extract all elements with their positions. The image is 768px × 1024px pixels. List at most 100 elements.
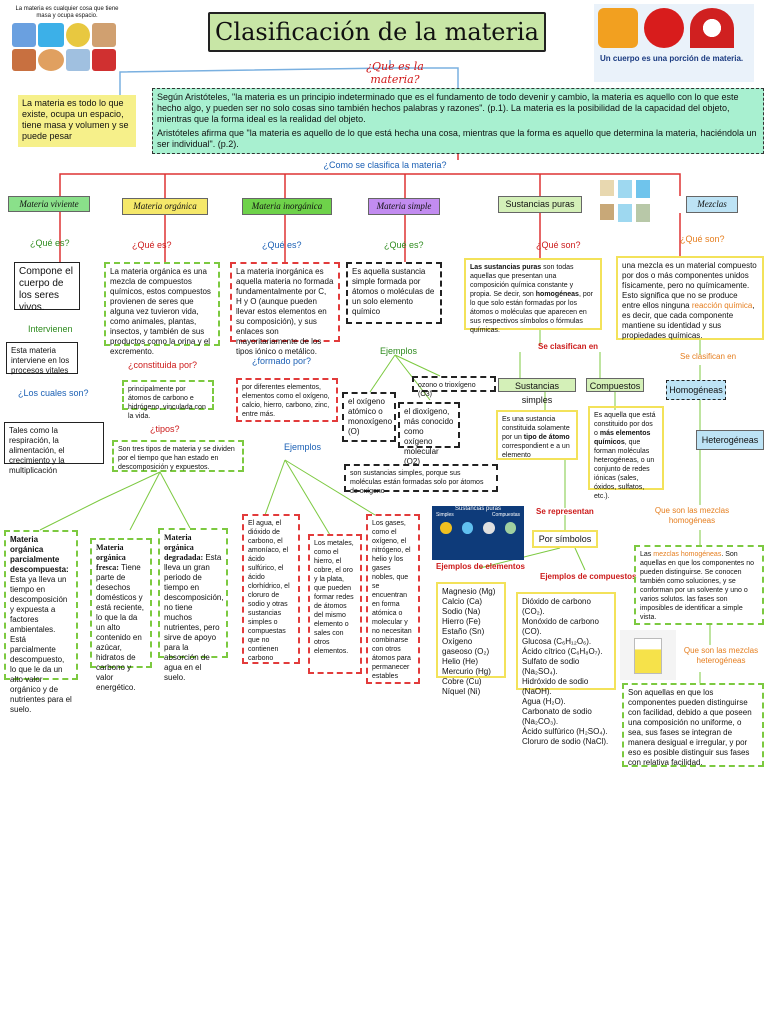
mezclas-def-text-1: una mezcla es un material compuesto por … <box>622 261 757 310</box>
mezcla-image <box>620 630 676 680</box>
simple-note: son sustancias simples, porque sus moléc… <box>344 464 498 495</box>
ejemplos-elementos-label: Ejemplos de elementos <box>436 562 525 571</box>
que-son-heterogeneas-label: Que son las mezclas heterogéneas <box>683 646 759 665</box>
definition-box: La materia es todo lo que existe, ocupa … <box>18 95 136 147</box>
category-materia-simple: Materia simple <box>368 198 440 215</box>
simple-ejemplo-dioxigeno: el dioxígeno, más conocido como oxígeno … <box>398 402 460 466</box>
compuesto-item: Sulfato de sodio (Na₂SO₄). <box>522 657 580 676</box>
elemento-item: Sodio (Na) <box>442 607 481 616</box>
tipo-degradada: Materia orgánica degradada: Esta lleva u… <box>158 528 228 682</box>
compuestos-list: Dióxido de carbono (CO₂). Monóxido de ca… <box>516 592 616 746</box>
cuales-text: Tales como la respiración, la alimentaci… <box>4 422 104 475</box>
aristoteles-box: Según Aristóteles, "la materia es un pri… <box>152 88 764 154</box>
compuesto-item: Glucosa (C₆H₁₂O₆). <box>522 637 592 646</box>
category-materia-viviente: Materia viviente <box>8 196 90 212</box>
puras-def-bold-1: Las sustancias puras <box>470 264 542 271</box>
inorganica-ejemplo-1: El agua, el dióxido de carbono, el amoní… <box>242 514 300 664</box>
compuesto-item: Monóxido de carbono (CO). <box>522 617 599 636</box>
inorganica-ejemplo-3: Los gases, como el oxígeno, el nitrógeno… <box>366 514 420 684</box>
organica-que-es: ¿Qué es? <box>132 240 172 250</box>
constituida-text: principalmente por átomos de carbono e h… <box>122 380 214 420</box>
category-sustancias-puras: Sustancias puras <box>498 196 582 213</box>
simples-text-1: Es una sustancia constituida solamente p… <box>502 416 570 441</box>
tipos-text: Son tres tipos de materia y se dividen p… <box>112 440 244 472</box>
compuesto-item: Dióxido de carbono (CO₂). <box>522 597 591 616</box>
organica-definition: La materia orgánica es una mezcla de com… <box>104 262 220 356</box>
mixtures-illustration <box>600 180 684 232</box>
tipo-1-title: Materia orgánica parcialmente descompues… <box>10 535 69 574</box>
apple-image <box>644 8 684 48</box>
top-right-illustration: Un cuerpo es una porción de materia. <box>594 4 754 82</box>
tipo-fresca: Materia orgánica fresca: Tiene parte de … <box>90 538 152 692</box>
top-right-caption: Un cuerpo es una porción de materia. <box>600 54 744 63</box>
heterogeneas-definition: Son aquellas en que los componentes pued… <box>622 683 764 767</box>
simple-ejemplo-ozono: ozono o trioxígeno (O3) <box>412 376 496 398</box>
puras-def-text-1: son todas aquellas que presentan una com… <box>470 264 574 298</box>
se-representan-label: Se representan <box>536 507 594 516</box>
compuesto-item: Agua (H₂O). <box>522 697 566 706</box>
simple-que-es: ¿Qué es? <box>384 240 424 250</box>
comp-text-2: , que forman moléculas heterogéneas, o u… <box>594 439 655 500</box>
inorganica-ejemplos-label: Ejemplos <box>284 442 322 452</box>
constituida-label: ¿constituida por? <box>128 360 198 370</box>
compuesto-item: Ácido sulfúrico (H₂SO₄). <box>522 727 608 736</box>
homo-text: . Son aquellas en que los componentes no… <box>640 551 755 621</box>
elemento-item: Níquel (Ni) <box>442 687 481 696</box>
inorganica-que-es: ¿Qué es? <box>262 240 302 250</box>
sustancias-simples-box: Sustancias simples <box>498 378 576 405</box>
elemento-item: Calcio (Ca) <box>442 597 483 606</box>
ejemplos-compuestos-label: Ejemplos de compuestos <box>540 572 637 581</box>
elementos-list: Magnesio (Mg) Calcio (Ca) Sodio (Na) Hie… <box>436 582 506 696</box>
comp-bold: más elementos químicos <box>594 430 651 446</box>
objects-image <box>12 23 122 47</box>
simples-text-2: correspondient e a un elemento <box>502 443 570 459</box>
elemento-item: Helio (He) <box>442 657 479 666</box>
homogeneas-box: Homogéneas <box>666 380 726 400</box>
aristoteles-quote-2: Aristóteles afirma que "la materia es aq… <box>157 128 757 149</box>
que-son-homogeneas-label: Que son las mezclas homogéneas <box>654 506 730 525</box>
intervienen-label: Intervienen <box>28 324 73 334</box>
simple-definition: Es aquella sustancia simple formada por … <box>346 262 442 324</box>
mezclas-definition: una mezcla es un material compuesto por … <box>616 256 764 340</box>
image-title: Sustancias puras <box>454 506 502 512</box>
compuesto-item: Hidróxido de sodio (NaOH). <box>522 677 589 696</box>
tipo-2-title: Materia orgánica fresca: <box>96 543 126 572</box>
tipos-label: ¿tipos? <box>150 424 180 434</box>
category-materia-inorganica: Materia inorgánica <box>242 198 332 215</box>
reaccion-quimica-link[interactable]: reacción química <box>691 301 753 310</box>
orange-juice-image <box>598 8 638 48</box>
comp-text-1: Es aquella que está constituido por dos … <box>594 412 656 437</box>
por-simbolos-box: Por símbolos <box>532 530 598 548</box>
tipo-1-text: Esta ya lleva un tiempo en descomposició… <box>10 575 72 714</box>
que-es-la-materia-question: ¿Que es la materia? <box>366 60 424 86</box>
como-se-clasifica-label: ¿Como se clasifica la materia? <box>310 160 460 170</box>
inorganica-definition: La materia inorgánica es aquella materia… <box>230 262 340 356</box>
compuestos-definition: Es aquella que está constituido por dos … <box>588 406 664 500</box>
simple-ejemplo-oxigeno: el oxígeno atómico o monoxígeno (O) <box>342 392 396 442</box>
viviente-definition: Compone el cuerpo de los seres vivos. <box>14 262 80 313</box>
elemento-item: Estaño (Sn) <box>442 627 485 636</box>
elemento-item: Cobre (Cu) <box>442 677 482 686</box>
compuesto-item: Cloruro de sodio (NaCl). <box>522 737 609 746</box>
tipo-parcialmente-descompuesta: Materia orgánica parcialmente descompues… <box>4 530 78 714</box>
puras-definition: Las sustancias puras son todas aquellas … <box>464 258 602 334</box>
formado-label: ¿formado por? <box>252 356 312 366</box>
mezclas-homogeneas-link[interactable]: mezclas homogéneas <box>653 551 722 558</box>
puras-que-son: ¿Qué son? <box>536 240 581 250</box>
compuesto-item: Ácido cítrico (C₆H₈O₇). <box>522 647 603 656</box>
mezclas-def-text-2: , es decir, que cada componente mantiene… <box>622 301 755 340</box>
simples-bold: tipo de átomo <box>523 434 570 441</box>
elemento-item: Mercurio (Hg) <box>442 667 491 676</box>
inorganica-ejemplo-2: Los metales, como el hierro, el cobre, e… <box>308 534 362 674</box>
top-left-caption: La materia es cualquier cosa que tiene m… <box>15 6 119 19</box>
puras-clasifican-label: Se clasifican en <box>538 342 599 351</box>
puras-def-bold-2: homogéneas <box>535 291 579 298</box>
aristoteles-quote-1: Según Aristóteles, "la materia es un pri… <box>157 92 739 124</box>
viviente-que-es: ¿Qué es? <box>30 238 70 248</box>
elemento-item: Magnesio (Mg) <box>442 587 496 596</box>
tipo-3-title: Materia orgánica degradada: <box>164 533 204 562</box>
top-left-illustration: La materia es cualquier cosa que tiene m… <box>12 6 122 86</box>
category-mezclas: Mezclas <box>686 196 738 213</box>
category-materia-organica: Materia orgánica <box>122 198 208 215</box>
cuales-son-label: ¿Los cuales son? <box>18 388 89 398</box>
